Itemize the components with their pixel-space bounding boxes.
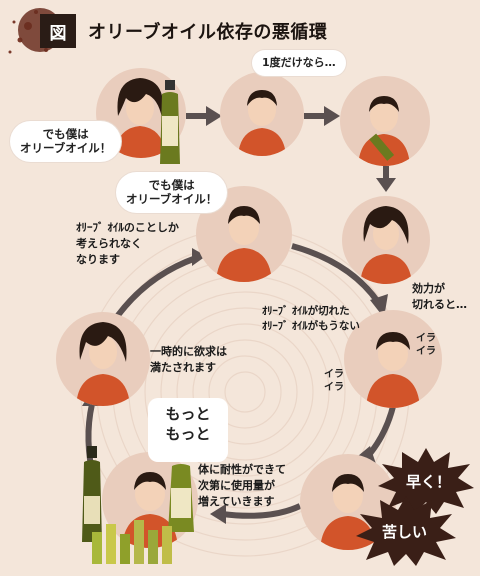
speech-text: でも僕は オリーブオイル！ — [20, 127, 112, 156]
caption-iraira-1: イラ イラ — [416, 333, 436, 357]
speech-bubble-just-once: 1度だけなら… — [252, 50, 346, 76]
caption-iraira-2: イラ イラ — [324, 369, 344, 393]
starburst-painful-label: 苦しい — [382, 523, 428, 541]
caption-tolerance: 体に耐性ができて 次第に使用量が 増えていきます — [198, 463, 286, 508]
speech-bubble-but-olive-oil-2: でも僕は オリーブオイル！ — [116, 172, 228, 213]
olive-oil-bottle-right-icon — [168, 452, 194, 532]
scene-long-hair-shrugging — [342, 196, 430, 284]
bottle-cluster-icon — [92, 520, 172, 564]
page-title: オリーブオイル依存の悪循環 — [88, 22, 328, 43]
starburst-hurry-label: 早く！ — [406, 473, 452, 491]
olive-oil-bottle-icon — [160, 80, 180, 164]
caption-wearing-off: 効力が 切れると… — [412, 282, 467, 311]
speech-bubble-but-olive-oil: でも僕は オリーブオイル！ — [10, 121, 122, 162]
speech-text: でも僕は オリーブオイル！ — [126, 178, 218, 207]
starburst-painful — [356, 496, 456, 566]
caption-satisfied: 一時的に欲求は 満たされます — [150, 345, 227, 374]
scene-long-hair-satisfied — [56, 312, 150, 406]
olive-oil-bottle-tall-icon — [82, 446, 102, 542]
starburst-hurry — [378, 448, 474, 514]
speech-bubble-more-more: もっと もっと — [148, 398, 228, 462]
title-badge: 図 — [40, 14, 76, 48]
scene-man-drinking — [340, 76, 430, 166]
caption-ran-out: ｵﾘｰﾌﾞ ｵｲﾙが切れた ｵﾘｰﾌﾞ ｵｲﾙがもうない — [262, 305, 360, 333]
scene-man-hesitating — [220, 72, 304, 156]
flow-arrows — [186, 106, 396, 192]
speech-text: もっと もっと — [165, 405, 211, 444]
scene-man-irritated — [344, 310, 442, 408]
caption-obsession: ｵﾘｰﾌﾞ ｵｲﾙのことしか 考えられなく なります — [76, 221, 179, 266]
